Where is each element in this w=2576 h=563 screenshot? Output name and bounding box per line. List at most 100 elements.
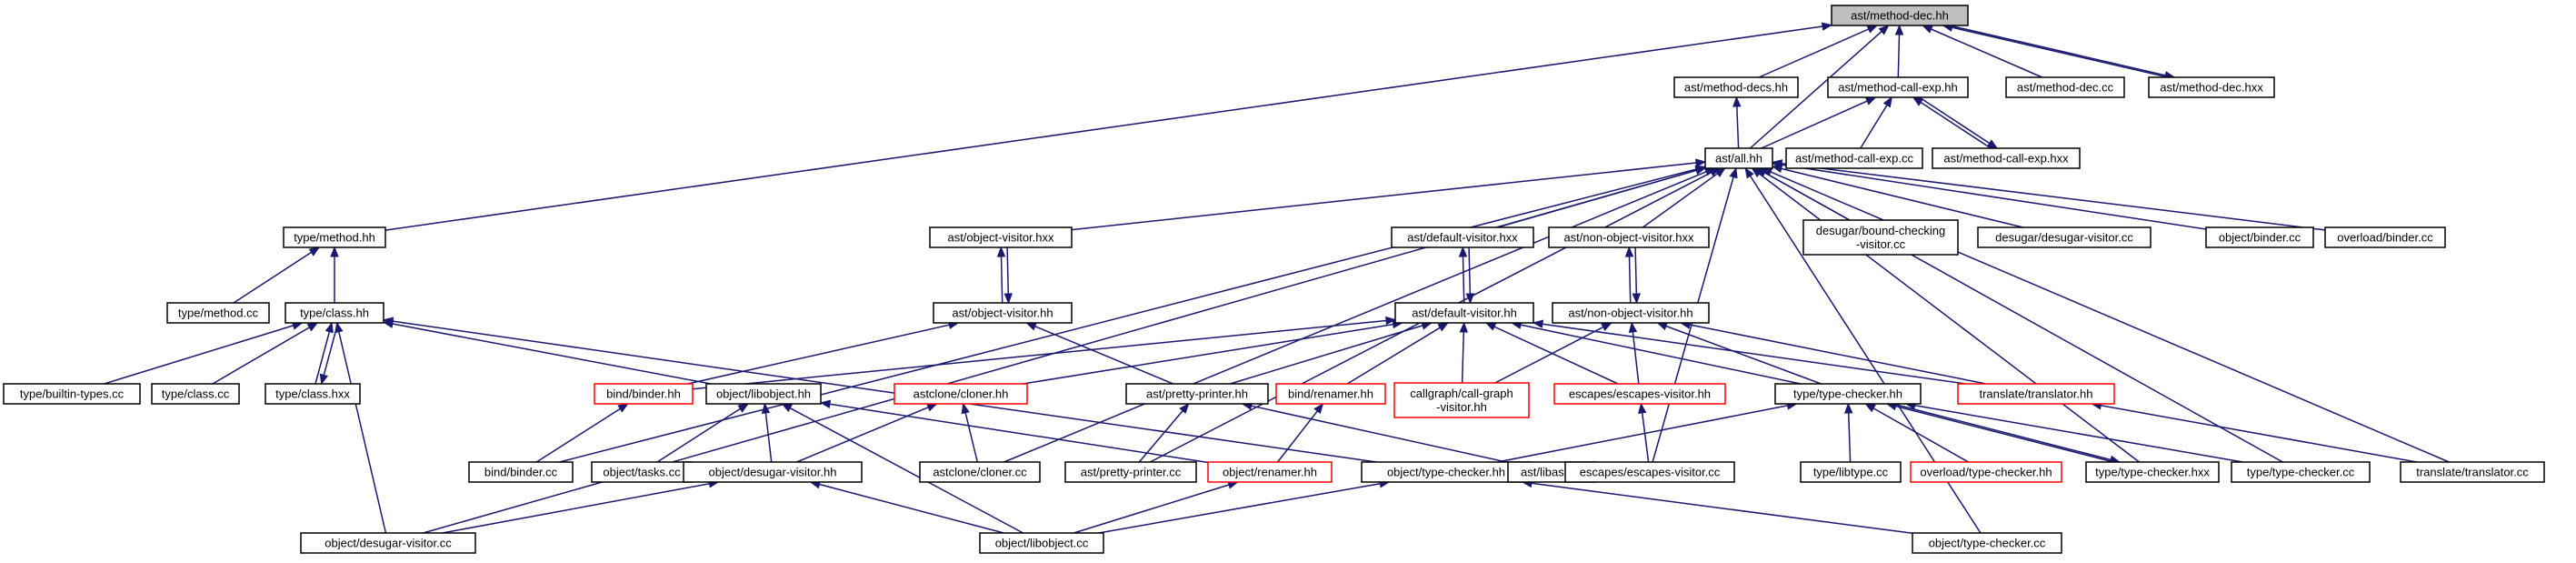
edge-line [442, 483, 710, 534]
node-type-type-checker-hxx[interactable]: type/type-checker.hxx [2085, 461, 2220, 483]
node-label: object/type-checker.cc [1929, 537, 2046, 550]
edge-line [1000, 256, 1003, 304]
node-type-class-cc[interactable]: type/class.cc [151, 383, 240, 405]
node-ast-default-visitor-hxx[interactable]: ast/default-visitor.hxx [1391, 226, 1534, 248]
node-ast-method-dec-hxx[interactable]: ast/method-dec.hxx [2148, 76, 2275, 98]
node-overload-type-checker-hh[interactable]: overload/type-checker.hh [1910, 461, 2062, 483]
node-ast-object-visitor-hh[interactable]: ast/object-visitor.hh [933, 302, 1073, 324]
edge-n16-to-n8 [233, 246, 321, 304]
node-callgraph-call-graph-visitor-hh[interactable]: callgraph/call-graph-visitor.hh [1393, 382, 1530, 418]
edge-line [1781, 167, 2023, 228]
node-object-renamer-hh[interactable]: object/renamer.hh [1207, 461, 1333, 483]
node-object-libobject-hh[interactable]: object/libobject.hh [705, 383, 822, 405]
node-box [933, 302, 1073, 324]
node-box [894, 383, 1028, 405]
node-box [1957, 383, 2115, 405]
node-ast-method-dec-cc[interactable]: ast/method-dec.cc [2005, 76, 2125, 98]
edge-n37-to-n27 [1138, 402, 1190, 463]
edge-line [1071, 162, 1697, 231]
node-box [151, 383, 240, 405]
node-object-binder-cc[interactable]: object/binder.cc [2205, 226, 2314, 248]
node-box [1125, 383, 1269, 405]
arrow-head-icon [1532, 319, 1544, 328]
node-bind-binder-cc[interactable]: bind/binder.cc [468, 461, 574, 483]
node-box [2400, 461, 2545, 483]
edge-line [1494, 326, 1604, 384]
node-label: ast/pretty-printer.hh [1146, 387, 1248, 401]
node-type-libtype-cc[interactable]: type/libtype.cc [1800, 461, 1902, 483]
edge-n9-to-n18 [1003, 246, 1013, 305]
node-label: desugar/bound-checking [1816, 224, 1945, 237]
node-escapes-escapes-visitor-hh[interactable]: escapes/escapes-visitor.hh [1553, 383, 1726, 405]
node-bind-renamer-hh[interactable]: bind/renamer.hh [1275, 383, 1386, 405]
node-ast-method-dec-hh[interactable]: ast/method-dec.hh [1831, 5, 1969, 26]
node-type-type-checker-hh[interactable]: type/type-checker.hh [1774, 383, 1922, 405]
edge-line [819, 483, 1004, 534]
node-type-class-hxx[interactable]: type/class.hxx [265, 383, 361, 405]
node-type-method-hh[interactable]: type/method.hh [283, 226, 386, 248]
edge-n31-to-n20 [1656, 322, 1822, 385]
node-object-type-checker-cc[interactable]: object/type-checker.cc [1912, 532, 2062, 554]
node-astclone-cloner-cc[interactable]: astclone/cloner.cc [919, 461, 1041, 483]
node-type-type-checker-cc[interactable]: type/type-checker.cc [2231, 461, 2371, 483]
arrow-head-icon [382, 317, 394, 326]
node-ast-non-object-visitor-hh[interactable]: ast/non-object-visitor.hh [1552, 302, 1710, 324]
node-ast-default-visitor-hh[interactable]: ast/default-visitor.hh [1394, 302, 1534, 324]
node-ast-pretty-printer-cc[interactable]: ast/pretty-printer.cc [1064, 461, 1197, 483]
node-box [2005, 76, 2125, 98]
node-label: ast/all.hh [1715, 152, 1762, 166]
node-ast-method-call-exp-cc[interactable]: ast/method-call-exp.cc [1785, 147, 1923, 169]
node-object-tasks-cc[interactable]: object/tasks.cc [591, 461, 693, 483]
node-object-desugar-visitor-cc[interactable]: object/desugar-visitor.cc [300, 532, 476, 554]
node-ast-method-decs-hh[interactable]: ast/method-decs.hh [1673, 76, 1799, 98]
edge-line [1860, 105, 1888, 149]
edge-line [1847, 412, 1852, 463]
node-object-desugar-visitor-hh[interactable]: object/desugar-visitor.hh [683, 461, 863, 483]
node-translate-translator-hh[interactable]: translate/translator.hh [1957, 383, 2115, 405]
edge-line [1892, 403, 2112, 461]
node-label: ast/non-object-visitor.hh [1568, 307, 1692, 320]
arrow-head-icon [961, 402, 970, 415]
arrow-head-icon [1729, 166, 1738, 179]
arrow-head-icon [1882, 96, 1892, 108]
edge-n15-to-n5 [1771, 159, 2326, 231]
node-ast-pretty-printer-hh[interactable]: ast/pretty-printer.hh [1125, 383, 1269, 405]
node-escapes-escapes-visitor-cc[interactable]: escapes/escapes-visitor.cc [1564, 461, 1735, 483]
node-type-builtin-types-cc[interactable]: type/builtin-types.cc [3, 383, 141, 405]
edge-line [233, 251, 313, 304]
node-ast-method-call-exp-hxx[interactable]: ast/method-call-exp.hxx [1932, 147, 2081, 169]
node-astclone-cloner-hh[interactable]: astclone/cloner.hh [894, 383, 1028, 405]
edge-n35-to-n26 [796, 403, 938, 463]
node-desugar-desugar-visitor-cc[interactable]: desugar/desugar-visitor.cc [1977, 226, 2152, 248]
edge-n48-to-n38 [1073, 480, 1239, 534]
edge-n5-to-n0 [1749, 25, 1890, 149]
node-ast-method-call-exp-hh[interactable]: ast/method-call-exp.hh [1827, 76, 1969, 98]
edges-layer [104, 22, 2450, 535]
arrow-head-icon [819, 399, 832, 409]
arrow-head-icon [1922, 25, 1933, 34]
arrow-head-icon [1732, 96, 1742, 107]
node-object-libobject-cc[interactable]: object/libobject.cc [979, 532, 1104, 554]
node-desugar-bound-checking-visitor-cc[interactable]: desugar/bound-checking-visitor.cc [1802, 219, 1959, 256]
node-ast-object-visitor-hxx[interactable]: ast/object-visitor.hxx [929, 226, 1073, 248]
arrow-head-icon [1864, 96, 1877, 106]
node-object-type-checker-hh[interactable]: object/type-checker.hh [1361, 461, 1532, 483]
node-label: ast/default-visitor.hxx [1407, 231, 1518, 245]
node-label: ast/method-call-exp.hh [1838, 81, 1958, 95]
node-ast-non-object-visitor-hxx[interactable]: ast/non-object-visitor.hxx [1548, 226, 1710, 248]
node-type-method-cc[interactable]: type/method.cc [166, 302, 270, 324]
node-ast-all-hh[interactable]: ast/all.hh [1704, 147, 1773, 169]
edge-line [964, 412, 979, 463]
node-box [594, 383, 694, 405]
edge-n32-to-n20 [1679, 320, 1987, 385]
node-label: object/desugar-visitor.hh [709, 466, 837, 479]
node-translate-translator-cc[interactable]: translate/translator.cc [2400, 461, 2545, 483]
edge-n24-to-n18 [687, 320, 960, 385]
node-type-class-hh[interactable]: type/class.hh [285, 302, 384, 324]
node-bind-binder-hh[interactable]: bind/binder.hh [594, 383, 694, 405]
node-overload-binder-cc[interactable]: overload/binder.cc [2324, 226, 2446, 248]
edge-n25-to-n17 [382, 319, 711, 385]
edge-n45-to-n5 [1755, 167, 2283, 463]
edge-line [796, 407, 929, 463]
